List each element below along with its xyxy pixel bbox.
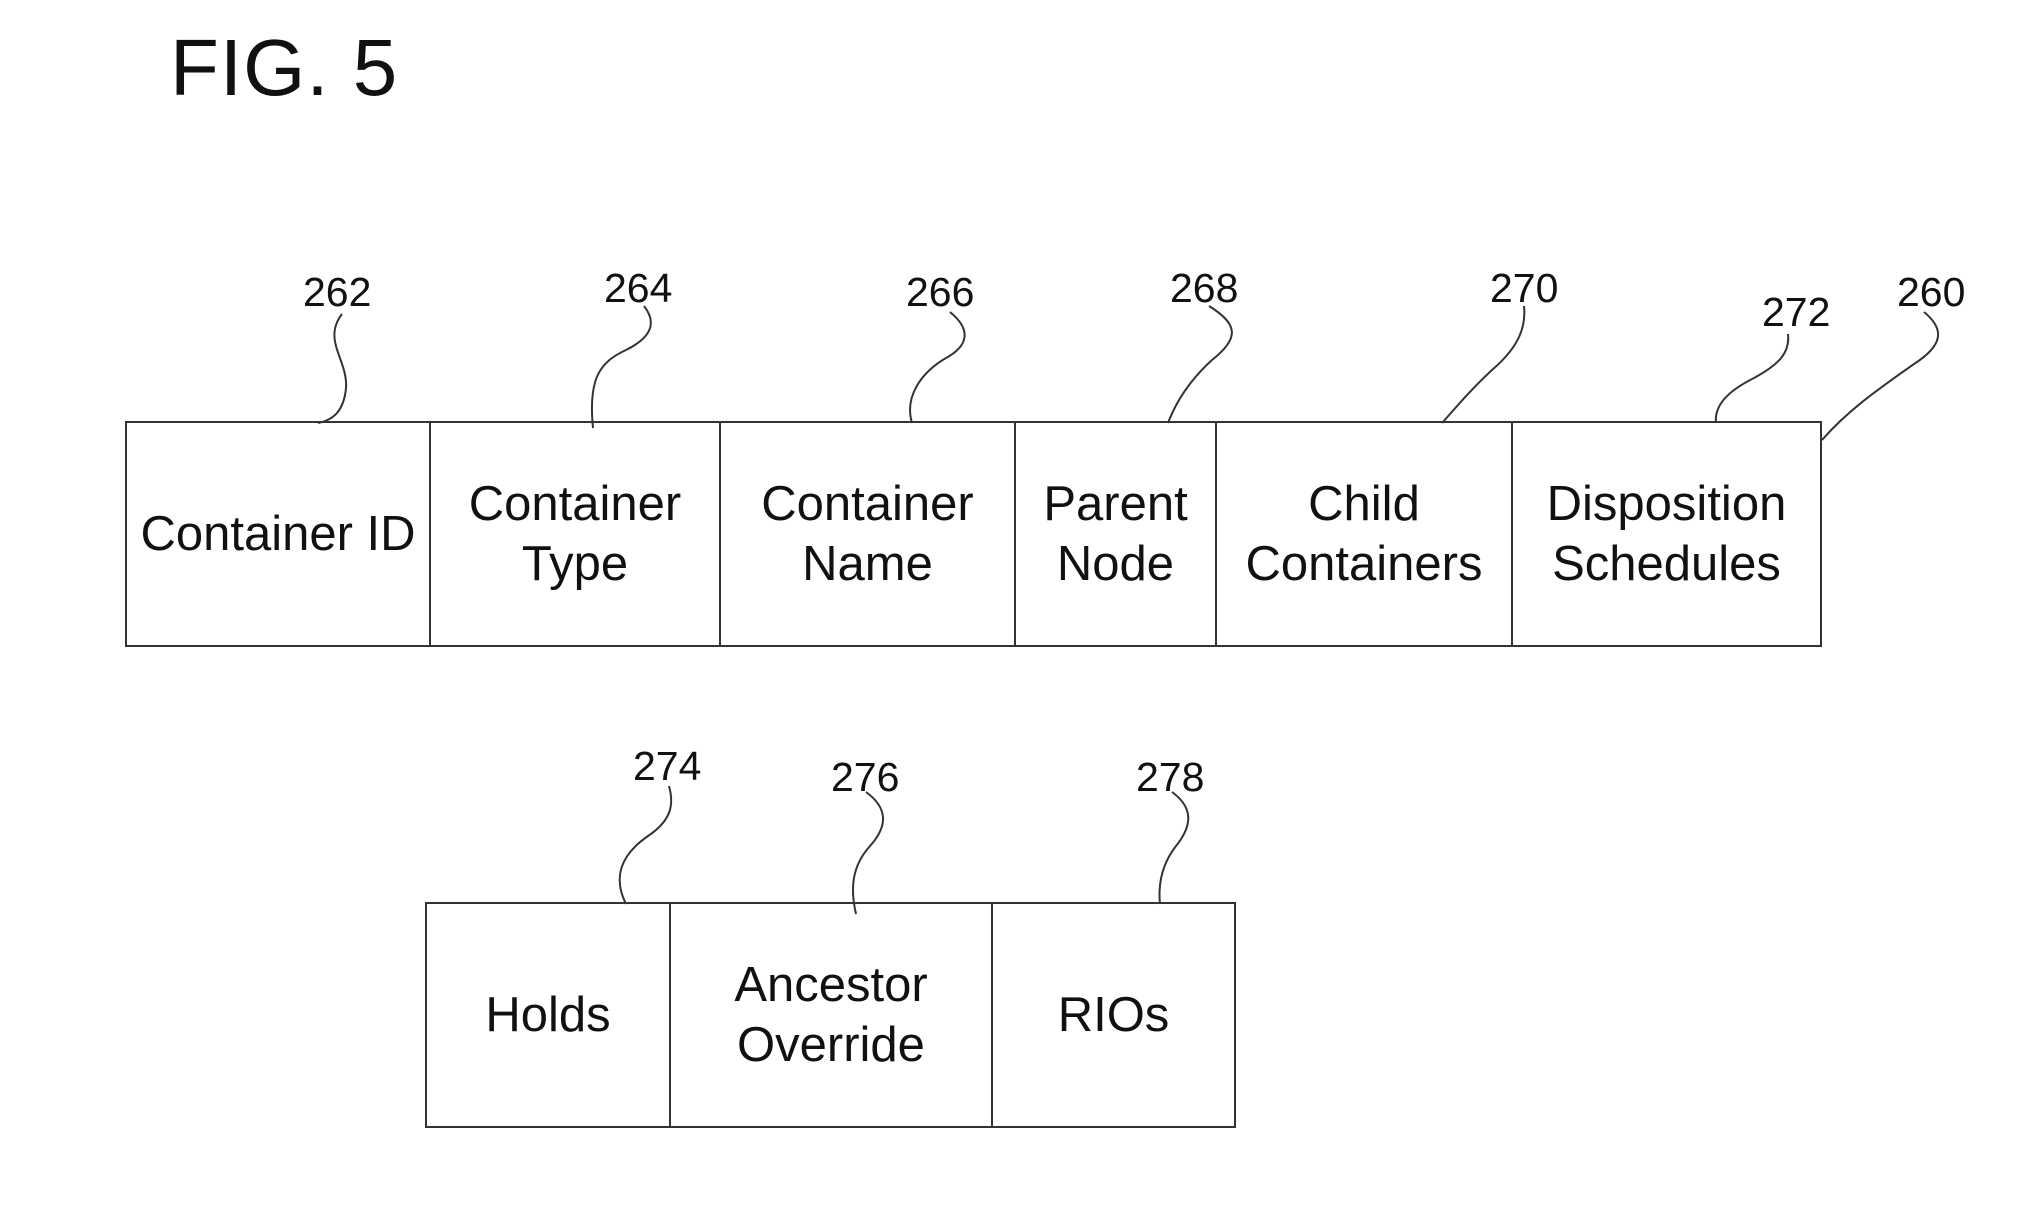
leader-line-276 bbox=[853, 792, 883, 914]
leader-line-270 bbox=[1442, 306, 1524, 423]
leader-line-260 bbox=[1822, 312, 1938, 440]
leader-line-262 bbox=[318, 314, 346, 423]
leader-line-264 bbox=[592, 306, 651, 428]
leader-line-266 bbox=[910, 312, 965, 423]
leader-line-274 bbox=[620, 786, 672, 904]
leader-line-278 bbox=[1160, 792, 1189, 904]
leader-line-268 bbox=[1168, 306, 1232, 423]
leader-line-272 bbox=[1716, 334, 1788, 423]
